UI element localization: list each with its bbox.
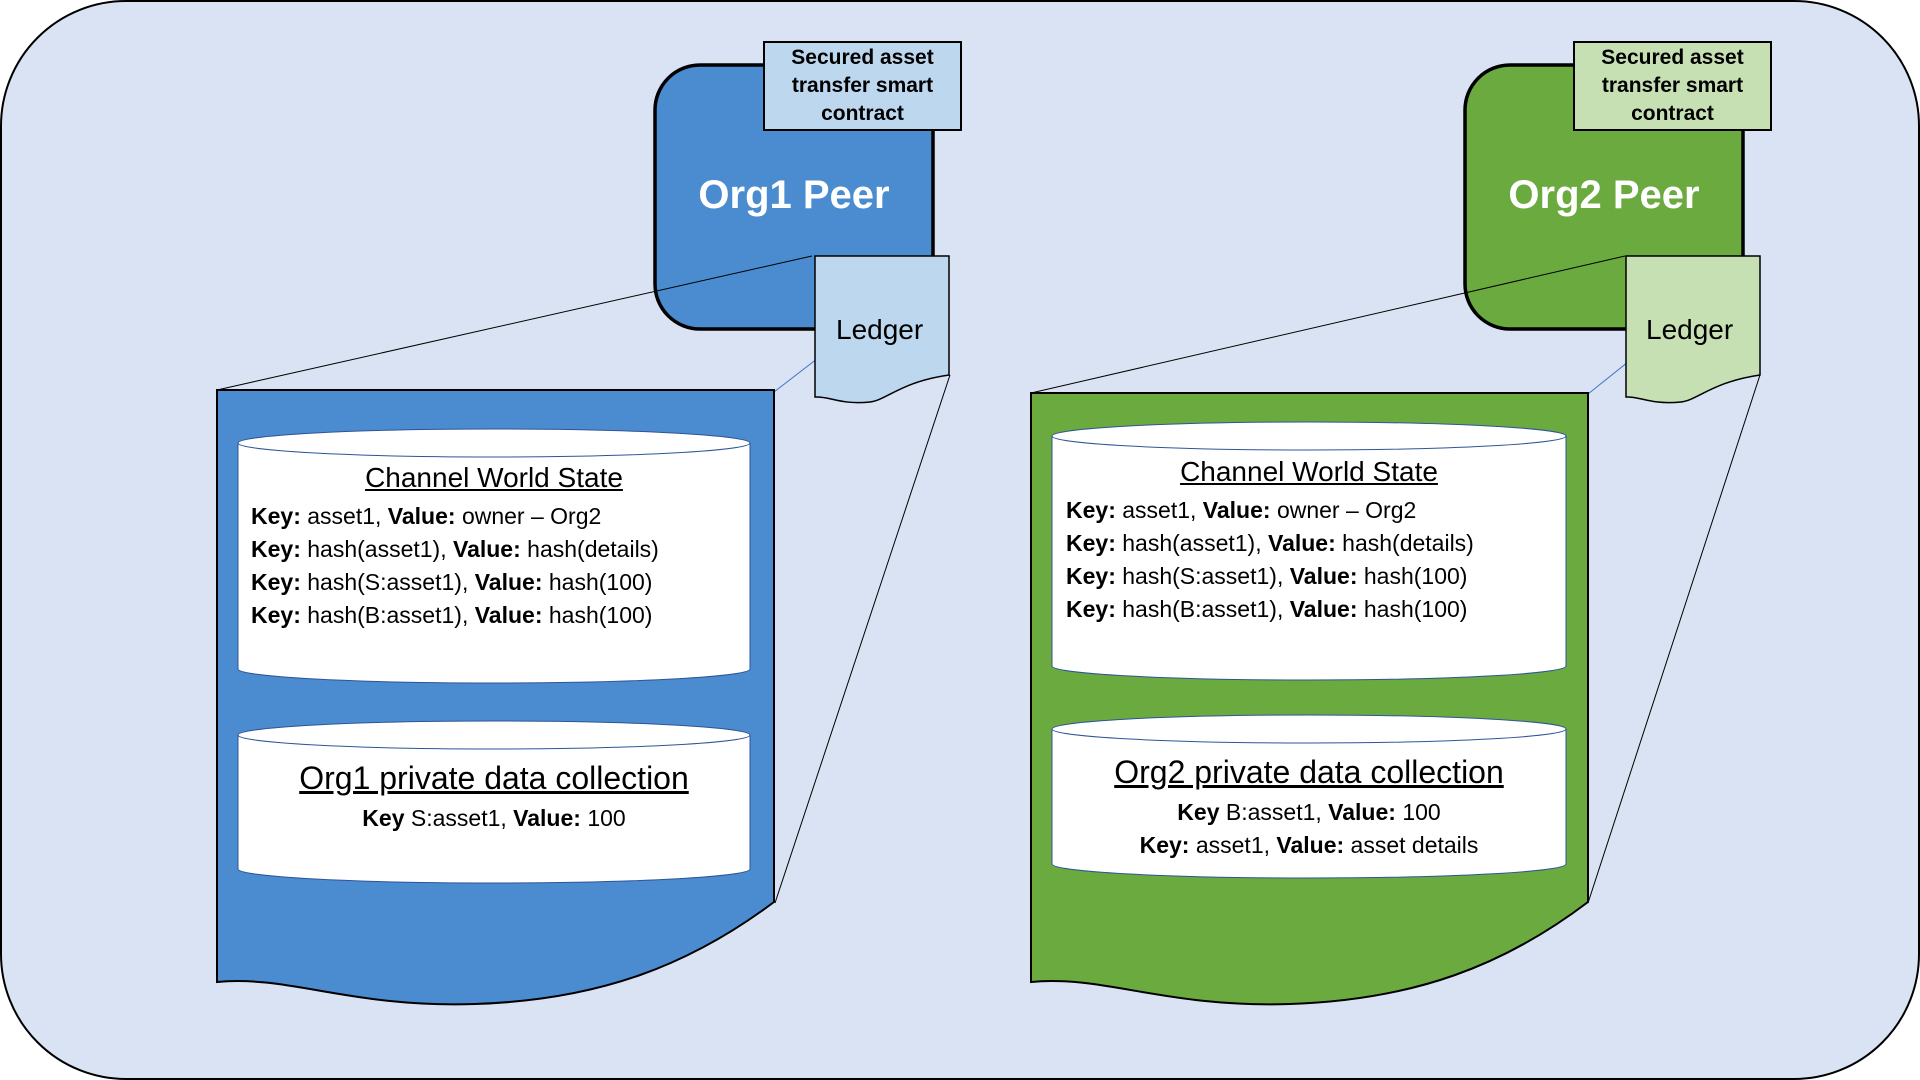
org2-world-state-list: Key: asset1, Value: owner – Org2 Key: ha… <box>1066 494 1474 626</box>
org1-world-state-row: Key: asset1, Value: owner – Org2 <box>251 500 659 533</box>
org1-world-state-db <box>237 428 751 684</box>
key-text: S:asset1, <box>404 805 514 831</box>
value-label: Value: <box>1268 530 1336 556</box>
org2-peer-title: Org2 Peer <box>1508 173 1700 217</box>
org2-expansion-line-bottom-right <box>1587 374 1761 904</box>
org2-ledger-label: Ledger <box>1646 314 1734 345</box>
org1-world-state-row: Key: hash(B:asset1), Value: hash(100) <box>251 599 659 632</box>
value-text: owner – Org2 <box>1270 497 1417 523</box>
org1-private-db <box>237 720 751 884</box>
org1-private-row: Key S:asset1, Value: 100 <box>238 802 750 835</box>
org1-ledger-doc <box>814 255 950 404</box>
org1-private-collection-list: Key S:asset1, Value: 100 <box>238 802 750 835</box>
key-label: Key: <box>1066 563 1116 589</box>
org2-world-state-cylinder-top <box>1051 421 1567 451</box>
key-label: Key: <box>251 569 301 595</box>
value-text: hash(details) <box>520 536 659 562</box>
org1-world-state-cylinder-body <box>237 442 751 684</box>
value-label: Value: <box>1289 596 1358 622</box>
value-label: Value: <box>513 805 581 831</box>
org2-world-state-row: Key: asset1, Value: owner – Org2 <box>1066 494 1474 527</box>
org1-group <box>216 41 962 1006</box>
key-text: hash(S:asset1), <box>1115 563 1290 589</box>
value-text: hash(details) <box>1335 530 1474 556</box>
org2-world-state-row: Key: hash(asset1), Value: hash(details) <box>1066 527 1474 560</box>
key-text: hash(S:asset1), <box>300 569 475 595</box>
value-label: Value: <box>1328 799 1396 825</box>
org2-world-state-db <box>1051 421 1567 681</box>
key-label: Key: <box>1066 596 1116 622</box>
org2-expansion-line-top-left <box>1030 255 1626 394</box>
org1-ledger-label: Ledger <box>836 314 924 345</box>
value-text: asset details <box>1344 832 1479 858</box>
org2-ledger-doc <box>1625 255 1761 404</box>
value-label: Value: <box>1202 497 1271 523</box>
org2-world-state-row: Key: hash(B:asset1), Value: hash(100) <box>1066 593 1474 626</box>
org2-private-cylinder-body <box>1051 728 1567 879</box>
org1-world-state-title: Channel World State <box>365 462 623 493</box>
org1-world-state-cylinder-top <box>237 428 751 458</box>
org1-private-cylinder-top <box>237 720 751 750</box>
key-label: Key: <box>1066 530 1116 556</box>
org1-peer-title: Org1 Peer <box>698 173 890 217</box>
org1-expansion-line-top-left <box>216 255 813 391</box>
value-text: hash(100) <box>1357 596 1468 622</box>
value-text: 100 <box>1395 799 1441 825</box>
key-text: hash(asset1), <box>1115 530 1268 556</box>
org1-expansion-line-bottom-right <box>774 374 951 904</box>
org2-world-state-cylinder-body <box>1051 435 1567 681</box>
org1-smart-contract-box <box>763 41 962 131</box>
org2-private-collection-title: Org2 private data collection <box>1114 754 1504 790</box>
key-label: Key: <box>1139 832 1190 858</box>
key-text: hash(B:asset1), <box>300 602 475 628</box>
org2-private-db <box>1051 714 1567 879</box>
value-label: Value: <box>387 503 456 529</box>
org2-smart-contract-box <box>1573 41 1772 131</box>
key-text: hash(B:asset1), <box>1115 596 1290 622</box>
key-label: Key: <box>251 503 301 529</box>
org2-group <box>1030 41 1772 1006</box>
value-text: hash(100) <box>1357 563 1468 589</box>
org1-private-cylinder-body <box>237 734 751 884</box>
org1-world-state-row: Key: hash(S:asset1), Value: hash(100) <box>251 566 659 599</box>
org2-smart-contract-label: Secured asset transfer smart contract <box>1601 46 1744 125</box>
key-text: hash(asset1), <box>300 536 453 562</box>
key-text: asset1, <box>1189 832 1277 858</box>
value-label: Value: <box>474 569 543 595</box>
org1-private-collection-title: Org1 private data collection <box>299 760 689 796</box>
value-label: Value: <box>474 602 543 628</box>
org2-world-state-row: Key: hash(S:asset1), Value: hash(100) <box>1066 560 1474 593</box>
value-text: hash(100) <box>542 569 653 595</box>
key-text: asset1, <box>300 503 388 529</box>
value-text: owner – Org2 <box>455 503 602 529</box>
key-text: B:asset1, <box>1219 799 1329 825</box>
key-label: Key: <box>1066 497 1116 523</box>
value-label: Value: <box>1276 832 1345 858</box>
org2-private-collection-list: Key B:asset1, Value: 100 Key: asset1, Va… <box>1052 796 1566 862</box>
key-label: Key: <box>251 602 301 628</box>
org1-world-state-row: Key: hash(asset1), Value: hash(details) <box>251 533 659 566</box>
value-label: Value: <box>453 536 521 562</box>
value-label: Value: <box>1289 563 1358 589</box>
key-text: asset1, <box>1115 497 1203 523</box>
org2-world-state-title: Channel World State <box>1180 456 1438 487</box>
org2-private-row: Key: asset1, Value: asset details <box>1052 829 1566 862</box>
value-text: hash(100) <box>542 602 653 628</box>
key-label: Key: <box>251 536 301 562</box>
key-label: Key <box>1177 799 1220 825</box>
org1-world-state-list: Key: asset1, Value: owner – Org2 Key: ha… <box>251 500 659 632</box>
org1-smart-contract-label: Secured asset transfer smart contract <box>791 46 934 125</box>
org2-private-cylinder-top <box>1051 714 1567 744</box>
key-label: Key <box>362 805 405 831</box>
value-text: 100 <box>580 805 626 831</box>
org2-private-row: Key B:asset1, Value: 100 <box>1052 796 1566 829</box>
